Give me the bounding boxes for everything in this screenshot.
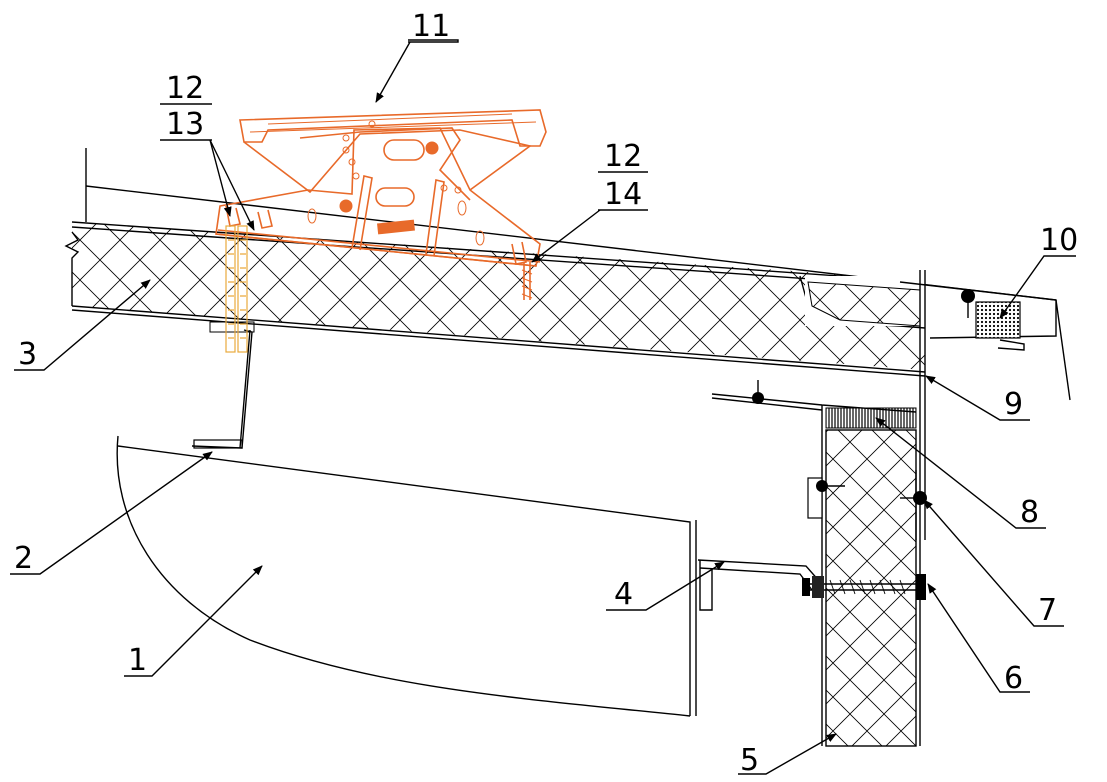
self-drilling-screw bbox=[521, 262, 533, 300]
callout-5: 5 bbox=[740, 743, 759, 778]
callout-3: 3 bbox=[18, 337, 37, 372]
callout-8: 8 bbox=[1020, 495, 1039, 530]
eave-filler bbox=[961, 289, 1025, 351]
anchor-bolts bbox=[225, 225, 248, 353]
callout-6: 6 bbox=[1004, 661, 1023, 696]
callout-7: 7 bbox=[1038, 593, 1057, 628]
callout-13: 13 bbox=[166, 107, 204, 142]
callout-12-right: 12 bbox=[604, 139, 642, 174]
callout-12-left: 12 bbox=[166, 71, 204, 106]
support-bracket bbox=[191, 321, 255, 449]
wall-screws bbox=[807, 470, 927, 540]
through-fastener bbox=[802, 574, 926, 600]
steel-beam bbox=[116, 435, 697, 717]
callout-labels: 1 2 3 4 5 6 7 8 9 10 11 12 13 12 14 bbox=[14, 9, 1078, 778]
roof-panel bbox=[64, 148, 1071, 401]
roof-fixture bbox=[215, 109, 547, 267]
callout-14: 14 bbox=[604, 177, 642, 212]
roof-screw bbox=[752, 380, 764, 404]
callout-2: 2 bbox=[14, 541, 33, 576]
callout-9: 9 bbox=[1004, 387, 1023, 422]
callout-11: 11 bbox=[412, 9, 450, 44]
leader-lines bbox=[10, 39, 1076, 775]
callout-4: 4 bbox=[614, 577, 633, 612]
callout-1: 1 bbox=[128, 643, 147, 678]
wall-panel bbox=[711, 270, 926, 747]
callout-10: 10 bbox=[1040, 223, 1078, 258]
